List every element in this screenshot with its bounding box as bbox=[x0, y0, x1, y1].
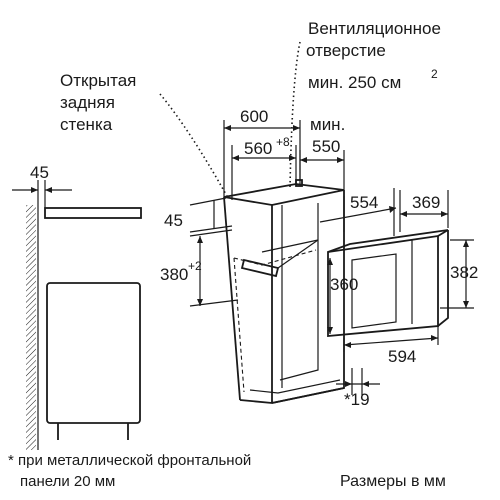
niche-bottom-inner bbox=[249, 379, 341, 394]
dim-19-arrow-left bbox=[345, 381, 352, 387]
dim-45-niche-label: 45 bbox=[164, 211, 183, 230]
units-note: Размеры в мм bbox=[340, 473, 446, 490]
dim-600-arrow-right bbox=[293, 125, 300, 131]
dim-380-ext-bottom bbox=[189, 299, 239, 307]
dim-382-label: 382 bbox=[450, 263, 478, 282]
dim-45-side-arrow-left bbox=[31, 187, 38, 193]
note-ventilation-line2: отверстие bbox=[306, 41, 386, 60]
dim-382-arrow-top bbox=[463, 240, 469, 247]
dim-560-arrow-right bbox=[289, 155, 296, 161]
dim-360-arrow-top bbox=[327, 258, 333, 265]
niche-right-side bbox=[271, 190, 345, 404]
dim-560-arrow-left bbox=[232, 155, 239, 161]
dim-19-arrow-right bbox=[362, 381, 369, 387]
dim-369-arrow-right bbox=[441, 211, 448, 217]
microwave-side bbox=[437, 230, 449, 327]
side-top-panel bbox=[44, 207, 142, 219]
dim-369-arrow-left bbox=[400, 211, 407, 217]
niche-bottom bbox=[239, 387, 345, 404]
footnote-line2: панели 20 мм bbox=[20, 473, 115, 490]
dim-554-label: 554 bbox=[350, 193, 378, 212]
niche-top-notch bbox=[295, 179, 303, 187]
dim-554-arrow-right bbox=[389, 206, 396, 213]
leader-ventilation bbox=[289, 41, 301, 189]
dim-380-tolerance: +2 bbox=[188, 259, 202, 273]
dim-594-line bbox=[343, 337, 439, 346]
note-ventilation-sup: 2 bbox=[431, 67, 438, 81]
dim-550-label: 550 bbox=[312, 137, 340, 156]
dim-45-niche-ext-bottom bbox=[189, 225, 233, 233]
dim-369-label: 369 bbox=[412, 193, 440, 212]
dim-600-arrow-left bbox=[224, 125, 231, 131]
dim-45-niche: 45 bbox=[164, 197, 233, 233]
footnote-line1: * при металлической фронтальной bbox=[8, 452, 251, 469]
dim-45-side-label: 45 bbox=[30, 163, 49, 182]
niche-top-panel bbox=[223, 183, 345, 206]
dim-594-arrow-right bbox=[431, 335, 438, 341]
microwave-top bbox=[327, 229, 449, 253]
dim-560-label: 560 bbox=[244, 139, 272, 158]
niche-shelf-hidden bbox=[233, 249, 317, 266]
note-open-back-line3: стенка bbox=[60, 115, 113, 134]
dim-45-niche-ext-top bbox=[189, 197, 227, 206]
dim-382-arrow-bottom bbox=[463, 301, 469, 308]
niche-shelf-mid bbox=[261, 239, 319, 253]
dim-594-label: 594 bbox=[388, 347, 416, 366]
side-cabinet-body bbox=[46, 282, 141, 424]
dim-360-arrow-bottom bbox=[327, 327, 333, 334]
dim-550-arrow-left bbox=[300, 157, 307, 163]
dim-380-arrow-bottom bbox=[197, 299, 203, 306]
dim-360-label: 360 bbox=[330, 275, 358, 294]
niche-front-left bbox=[223, 196, 241, 401]
note-open-back-line1: Открытая bbox=[60, 71, 136, 90]
dim-550-min-label: мин. bbox=[310, 115, 345, 134]
side-wall-hatch bbox=[26, 205, 36, 450]
dim-380: 380 +2 bbox=[160, 229, 239, 307]
niche-shelf-front bbox=[240, 258, 280, 278]
dim-550: мин. 550 bbox=[299, 115, 345, 190]
dim-554-line bbox=[319, 207, 397, 223]
dim-600: 600 bbox=[223, 107, 301, 197]
dim-550-arrow-right bbox=[337, 157, 344, 163]
dim-382: 382 bbox=[440, 239, 478, 309]
dim-380-label: 380 bbox=[160, 265, 188, 284]
dim-560-tolerance: +8 bbox=[276, 135, 290, 149]
dim-600-label: 600 bbox=[240, 107, 268, 126]
leader-open-back bbox=[159, 93, 229, 199]
note-ventilation-line3: мин. 250 см bbox=[308, 73, 401, 92]
microwave-window bbox=[351, 253, 397, 329]
dim-19-label: *19 bbox=[344, 390, 370, 409]
niche-cabinet bbox=[223, 179, 345, 404]
dim-594-arrow-left bbox=[344, 342, 351, 348]
dim-19: *19 bbox=[336, 368, 380, 409]
niche-inner-right bbox=[279, 203, 319, 381]
dim-380-ext-top bbox=[189, 229, 233, 237]
dim-594: 594 bbox=[343, 326, 439, 366]
note-ventilation-line1: Вентиляционное bbox=[308, 19, 441, 38]
niche-shelf-top bbox=[277, 239, 319, 269]
niche-hidden-left bbox=[233, 257, 245, 393]
note-open-back-line2: задняя bbox=[60, 93, 115, 112]
dim-360: 360 bbox=[327, 258, 358, 334]
side-view: 45 bbox=[12, 163, 142, 450]
dim-554: 554 bbox=[319, 188, 397, 236]
dim-380-arrow-top bbox=[197, 236, 203, 243]
dim-369: 369 bbox=[399, 190, 449, 232]
dim-45-side-arrow-right bbox=[45, 187, 52, 193]
